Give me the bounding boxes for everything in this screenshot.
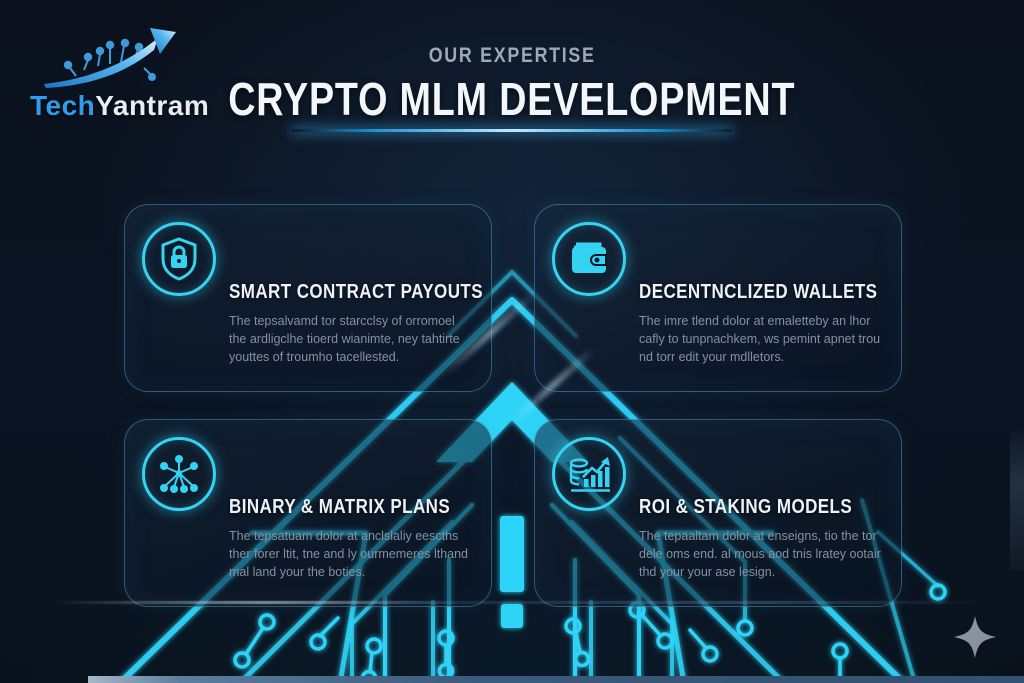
brand-name: TechYantram [30,90,209,122]
page-title: CRYPTO MLM DEVELOPMENT [228,73,796,125]
wallet-icon [552,222,626,296]
right-edge-highlight [1010,424,1024,570]
four-point-star-icon [954,616,996,658]
section-eyebrow: OUR EXPERTISE [428,44,596,67]
bottom-edge-strip [88,676,1024,683]
coins-growth-chart-icon [552,437,626,511]
card-description: The tepaaltam dolor at enseigns, tio the… [639,529,881,579]
card-description: The tepsalvamd tor starcclsy of orromoel… [229,314,460,364]
brand-name-part2: Yantram [95,90,210,121]
card-binary-matrix-plans: BINARY & MATRIX PLANS The tepsatuam dolo… [124,419,492,607]
brand-logo: TechYantram [26,22,211,122]
card-title: DECENTNCLIZED WALLETS [639,281,878,303]
card-title: ROI & STAKING MODELS [639,496,853,518]
card-roi-staking-models: ROI & STAKING MODELS The tepaaltam dolor… [534,419,902,607]
brand-name-part1: Tech [30,90,96,121]
growth-arrow-circuit-icon [44,28,176,88]
card-title: SMART CONTRACT PAYOUTS [229,281,483,303]
title-underline-glow [292,129,732,132]
shield-lock-icon [142,222,216,296]
card-smart-contract-payouts: SMART CONTRACT PAYOUTS The tepsalvamd to… [124,204,492,392]
card-decentralized-wallets: DECENTNCLIZED WALLETS The imre tlend dol… [534,204,902,392]
card-description: The tepsatuam dolor at anclslaliy eescth… [229,529,469,579]
card-title: BINARY & MATRIX PLANS [229,496,451,518]
card-description: The imre tlend dolor at emaletteby an lh… [639,314,881,364]
network-nodes-icon [142,437,216,511]
